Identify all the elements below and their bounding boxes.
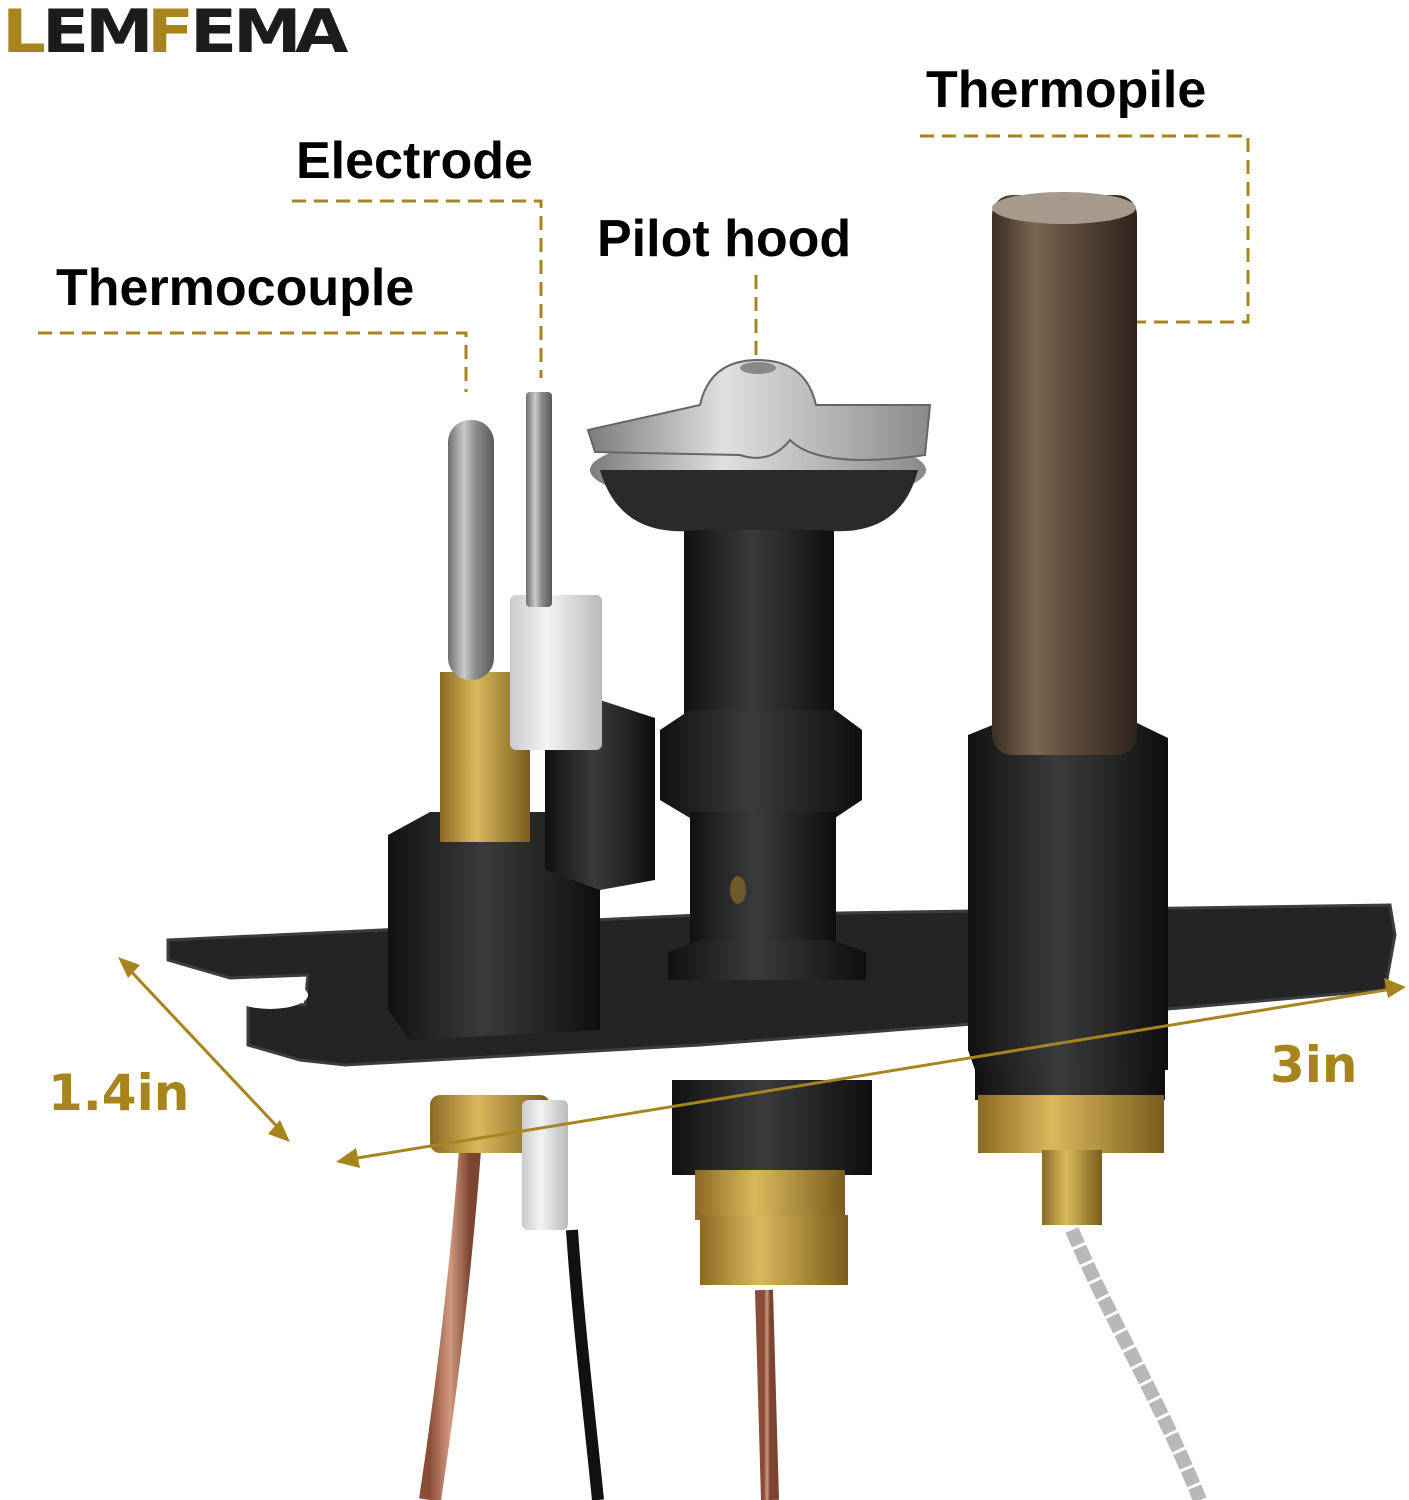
lead-wires xyxy=(419,1149,1207,1500)
logo-letter: L xyxy=(2,0,49,67)
callout-thermopile: Thermopile xyxy=(926,61,1207,119)
pilot-lower-body xyxy=(672,1080,872,1175)
length-arrow-head-right xyxy=(1384,978,1406,998)
logo-letter: M xyxy=(85,0,157,67)
thermopile-hex-base xyxy=(968,722,1168,1070)
pilot-gas-copper-tube xyxy=(755,1289,779,1500)
thermopile-body xyxy=(992,195,1137,755)
length-arrow-head-left xyxy=(336,1148,360,1168)
thermopile-silver-lead xyxy=(1065,1227,1207,1500)
thermocouple-brass-nut xyxy=(430,1095,550,1153)
pilot-hood-rivet xyxy=(740,362,776,374)
pilot-hood-part xyxy=(586,358,932,980)
pilot-hood-bowl xyxy=(600,470,918,532)
callout-pilot-hood: Pilot hood xyxy=(597,210,852,268)
electrode-ceramic-insulator xyxy=(510,595,602,750)
electrode-part xyxy=(510,392,655,890)
electrode-ceramic-lower xyxy=(522,1100,568,1230)
pilot-air-hole xyxy=(730,876,746,904)
plate-slot xyxy=(232,981,308,1009)
brand-logo: L E M F E M A xyxy=(2,0,348,67)
length-arrow-line xyxy=(344,986,1399,1162)
pilot-lower-hex xyxy=(668,940,866,980)
thermocouple-steel-probe xyxy=(448,420,494,680)
callout-electrode: Electrode xyxy=(296,132,533,190)
width-arrow-head-bottom xyxy=(268,1120,290,1142)
thermopile-brass-nut xyxy=(978,1095,1164,1153)
thermocouple-part xyxy=(388,420,600,1040)
thermopile-part xyxy=(968,192,1168,1070)
dimension-arrows xyxy=(118,957,1406,1168)
thermopile-cap xyxy=(992,192,1136,224)
thermopile-leader xyxy=(920,134,1250,324)
pilot-brass-nut xyxy=(700,1215,848,1285)
pilot-mid-body xyxy=(690,812,836,962)
callout-thermocouple: Thermocouple xyxy=(56,259,415,317)
below-plate-fittings xyxy=(430,1060,1165,1285)
thermocouple-copper-tube xyxy=(419,1149,481,1500)
electrode-leader xyxy=(292,199,543,378)
thermopile-brass-stem xyxy=(1042,1150,1102,1225)
logo-letter: M xyxy=(232,0,304,67)
thermocouple-leader xyxy=(38,331,468,392)
electrode-steel-rod xyxy=(526,392,552,607)
leader-lines xyxy=(38,134,1250,392)
pilot-hex-nut xyxy=(660,710,862,818)
pilot-black-tube xyxy=(684,525,834,735)
logo-letter: E xyxy=(189,0,240,67)
dimension-width-label: 1.4in xyxy=(48,1064,190,1122)
width-arrow-line xyxy=(123,963,287,1137)
logo-letter: E xyxy=(42,0,92,67)
pilot-brass-thread xyxy=(695,1170,845,1220)
electrode-black-wire xyxy=(566,1229,604,1500)
logo-letter: F xyxy=(146,0,197,67)
pilot-hood-cap xyxy=(586,358,932,461)
logo-letter: A xyxy=(294,0,351,67)
plate-hole xyxy=(1171,845,1195,859)
width-arrow-head-top xyxy=(118,957,140,978)
dimension-length-label: 3in xyxy=(1270,1036,1358,1094)
